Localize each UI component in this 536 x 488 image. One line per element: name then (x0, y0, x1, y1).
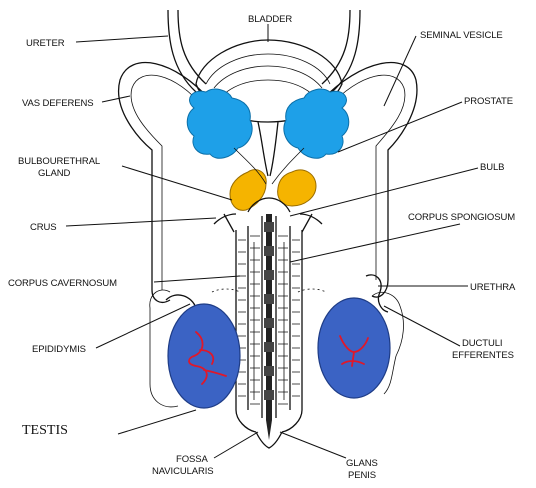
label-fossa-line2: NAVICULARIS (152, 466, 214, 477)
label-seminal-vesicle: SEMINAL VESICLE (420, 30, 503, 41)
penile-shaft (236, 198, 302, 448)
label-fossa-line1: FOSSA (176, 454, 208, 465)
label-vas-deferens: VAS DEFERENS (22, 98, 93, 109)
label-crus: CRUS (30, 222, 57, 233)
right-crus (300, 214, 322, 232)
label-prostate: PROSTATE (464, 96, 513, 107)
left-testis-group (150, 290, 240, 408)
label-ductuli-line1: DUCTULI (462, 338, 502, 349)
anatomy-drawing (119, 10, 417, 448)
label-ductuli-line2: EFFERENTES (452, 350, 514, 361)
label-bladder: BLADDER (248, 14, 292, 25)
right-testis (318, 298, 390, 398)
label-glans-line1: GLANS (346, 458, 378, 469)
label-bulbourethral-line1: BULBOURETHRAL (18, 156, 100, 167)
left-ureter (168, 10, 206, 92)
label-epididymis: EPIDIDYMIS (32, 344, 86, 355)
label-corpus-cavernosum: CORPUS CAVERNOSUM (8, 278, 117, 289)
left-crus (214, 214, 236, 232)
label-glans-line2: PENIS (348, 470, 376, 481)
label-ureter: URETER (26, 38, 65, 49)
label-testis: TESTIS (22, 423, 68, 438)
right-testis-group (318, 275, 403, 398)
left-seminal-vesicle (187, 89, 252, 158)
label-corpus-spongiosum: CORPUS SPONGIOSUM (408, 212, 515, 223)
label-bulb: BULB (480, 162, 504, 173)
label-urethra: URETHRA (470, 282, 516, 293)
right-seminal-vesicle (284, 89, 349, 158)
label-bulbourethral-line2: GLAND (38, 168, 70, 179)
right-bulbourethral-gland (278, 170, 316, 206)
left-testis (168, 304, 240, 408)
